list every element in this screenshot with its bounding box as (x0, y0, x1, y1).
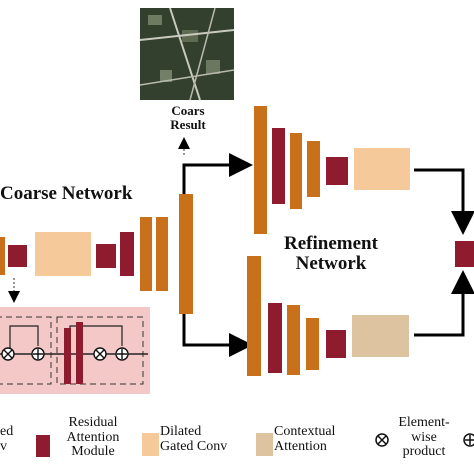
legend-cut-label: ed v (0, 424, 14, 454)
legend-add-icon-partial (463, 433, 474, 447)
coarse-network-label: Coarse Network (0, 183, 133, 204)
circle-plus-icon (31, 347, 45, 361)
circle-x-icon (1, 347, 15, 361)
legend-element-wise-product-icon (375, 433, 389, 447)
circle-x-icon (93, 347, 107, 361)
coarse-result-label: Coars Result (170, 103, 206, 132)
legend-contextual-swatch (256, 433, 273, 456)
arrow-to-lower-branch (182, 314, 253, 357)
coarse-residual-block-3 (120, 232, 134, 276)
coarse-network-blocks (0, 194, 193, 314)
coarse-conv-block-2 (140, 217, 152, 291)
coarse-residual-block-1 (8, 245, 27, 267)
coarse-dilated-block (35, 232, 91, 276)
coarse-conv-block-3 (156, 217, 168, 291)
circle-plus-icon (115, 347, 129, 361)
coarse-conv-block-1 (0, 237, 5, 275)
legend-element-wise-label: Element- wise product (398, 415, 450, 460)
lower-refinement-branch (247, 256, 409, 376)
legend-dilated-label: Dilated Gated Conv (160, 424, 228, 454)
legend-contextual-label: Contextual Attention (274, 424, 336, 454)
legend-residual-swatch (36, 435, 50, 457)
coarse-conv-block-4 (179, 194, 193, 314)
coarse-residual-block-2 (96, 244, 116, 268)
upper-output-arrow (414, 168, 474, 235)
refinement-network-label: Refinement Network (284, 233, 378, 274)
lower-output-arrow (414, 270, 474, 337)
upper-refinement-branch (254, 106, 410, 234)
legend-dilated-swatch (142, 433, 159, 456)
satellite-image (139, 7, 235, 101)
legend-residual-label: Residual Attention Module (66, 415, 120, 460)
arrow-to-upper-branch (182, 153, 253, 194)
output-residual-block (455, 241, 474, 267)
